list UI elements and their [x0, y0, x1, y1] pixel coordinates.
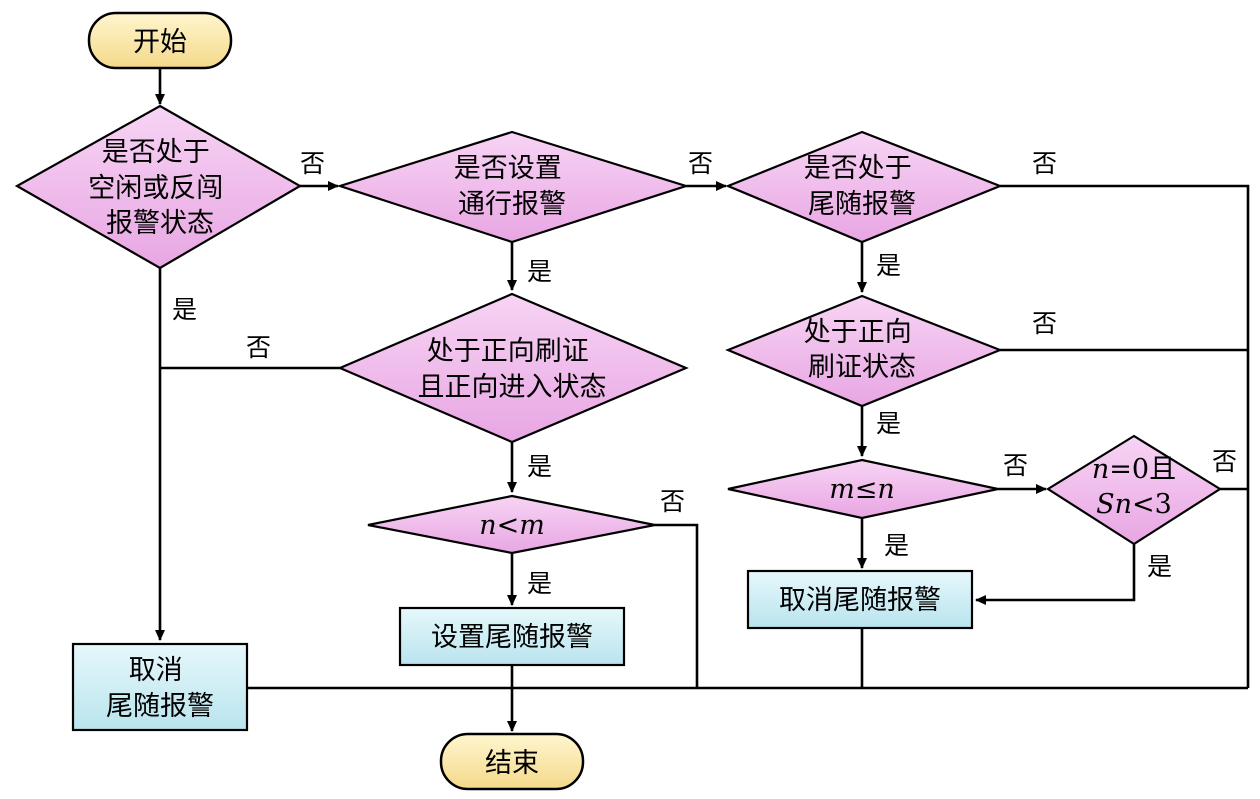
decision-tailgate-alarm: 是否处于 尾随报警	[725, 130, 1003, 244]
svg-text:处于正向刷证 且正向进入状态: 处于正向刷证 且正向进入状态	[418, 336, 607, 403]
d6-op: <	[497, 510, 520, 541]
svg-text:取消 尾随报警: 取消 尾随报警	[106, 655, 214, 722]
label-d5-yes: 是	[876, 409, 901, 438]
p-cancel-left-line-2: 尾随报警	[106, 691, 214, 722]
decision-pass-alarm: 是否设置 通行报警	[336, 130, 690, 244]
decision-n-less-m: n<m	[367, 494, 656, 555]
d4-line-2: 且正向进入状态	[418, 372, 607, 403]
end-node: 结束	[439, 732, 585, 791]
edge-d6-no	[655, 523, 699, 688]
label-d2-yes: 是	[527, 257, 552, 286]
d7-var-a: m	[829, 474, 855, 505]
svg-text:是否处于 尾随报警: 是否处于 尾随报警	[804, 153, 921, 220]
d6-var-b: m	[519, 510, 545, 541]
label-d5-no: 否	[1032, 309, 1057, 338]
d1-line-2: 空闲或反闯	[88, 173, 223, 204]
label-d3-no: 否	[1032, 149, 1057, 178]
d3-line-2: 尾随报警	[808, 189, 916, 220]
label-d3-yes: 是	[876, 251, 901, 280]
d2-line-2: 通行报警	[458, 189, 566, 220]
label-d2-no: 否	[688, 149, 713, 178]
d3-line-1: 是否处于	[804, 153, 912, 184]
p-set-label: 设置尾随报警	[431, 622, 593, 653]
p-cancel-right-label: 取消尾随报警	[779, 585, 941, 616]
d8-line1-var: n	[1092, 454, 1109, 485]
decision-n-zero-sn: n=0且 Sn<3	[1045, 434, 1223, 546]
d1-line-1: 是否处于	[102, 137, 210, 168]
svg-text:处于正向 刷证状态: 处于正向 刷证状态	[804, 317, 921, 383]
label-d4-yes: 是	[527, 452, 552, 481]
label-d1-no: 否	[300, 149, 325, 178]
d7-op: ≤	[855, 474, 878, 505]
label-d6-yes: 是	[527, 569, 552, 598]
svg-text:是否处于 空闲或反闯 报警状态: 是否处于 空闲或反闯 报警状态	[88, 137, 232, 239]
end-label: 结束	[485, 748, 539, 779]
d8-line1-rest: =0且	[1109, 454, 1176, 485]
d4-line-1: 处于正向刷证	[427, 336, 589, 367]
d6-var-a: n	[479, 510, 496, 541]
svg-text:m≤n: m≤n	[829, 474, 895, 505]
d2-line-1: 是否设置	[454, 153, 562, 184]
decision-m-le-n: m≤n	[727, 458, 999, 520]
connectors	[155, 68, 1250, 732]
decision-forward-swipe-enter: 处于正向刷证 且正向进入状态	[337, 292, 689, 444]
d7-var-b: n	[877, 474, 894, 505]
start-node: 开始	[87, 11, 233, 70]
decision-forward-swipe: 处于正向 刷证状态	[725, 294, 1003, 408]
svg-text:Sn<3: Sn<3	[1096, 489, 1172, 520]
d5-line-1: 处于正向	[804, 317, 912, 348]
label-d8-yes: 是	[1147, 552, 1172, 581]
process-set-alarm: 设置尾随报警	[398, 606, 626, 667]
d5-line-2: 刷证状态	[808, 352, 916, 383]
label-d8-no: 否	[1212, 447, 1237, 476]
svg-text:n=0且: n=0且	[1092, 454, 1176, 485]
process-cancel-alarm-right: 取消尾随报警	[746, 569, 974, 630]
d1-line-3: 报警状态	[106, 208, 214, 239]
label-d7-no: 否	[1003, 451, 1028, 480]
process-cancel-alarm-left: 取消 尾随报警	[71, 642, 249, 732]
label-d1-yes: 是	[172, 295, 197, 324]
label-d4-no: 否	[246, 333, 271, 362]
label-d7-yes: 是	[884, 531, 909, 560]
d8-line2-rest: <3	[1132, 489, 1172, 520]
start-label: 开始	[133, 27, 187, 58]
edge-labels: 否 否 否 是 否 是 是 是 否 是 否 是 否 否 是 是	[172, 149, 1237, 598]
label-d6-no: 否	[660, 487, 685, 516]
p-cancel-left-line-1: 取消	[129, 655, 183, 686]
decision-idle-or-reverse: 是否处于 空闲或反闯 报警状态	[14, 104, 303, 270]
svg-text:n<m: n<m	[479, 510, 545, 541]
edge-d3-no	[1000, 184, 1250, 688]
edge-d8-cancel	[975, 544, 1136, 605]
svg-text:是否设置 通行报警: 是否设置 通行报警	[454, 153, 571, 220]
d8-line2-var: Sn	[1096, 489, 1132, 520]
